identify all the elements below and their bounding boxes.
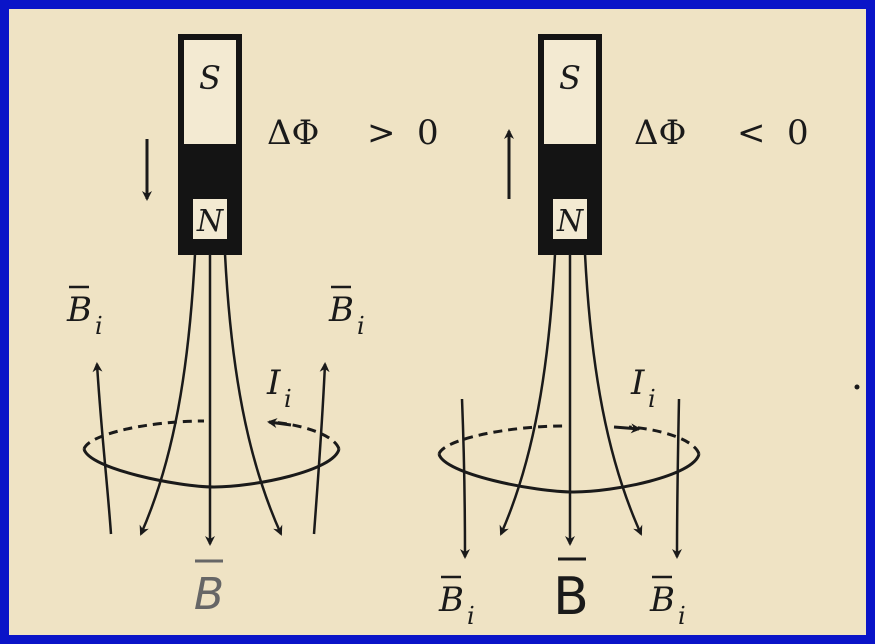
right-pole-s: S [559, 59, 581, 97]
right-field-label-left: B i [438, 575, 475, 630]
margin-dot [854, 384, 860, 390]
left-induced-field-lines [92, 362, 330, 535]
right-flux-change: ΔΦ < 0 [634, 113, 809, 153]
left-coil-loop [82, 418, 341, 489]
svg-text:i: i [357, 312, 365, 340]
left-pole-s: S [199, 59, 221, 97]
left-flux-change: ΔΦ > 0 [267, 113, 439, 153]
right-main-field-lines [499, 253, 643, 546]
right-current-label: I i [630, 363, 656, 413]
right-induced-field-lines [459, 398, 683, 559]
left-magnet: S N [178, 34, 242, 255]
left-current-arrow-icon [267, 418, 292, 429]
induction-diagram: S N ΔΦ > 0 [66, 34, 860, 630]
svg-text:i: i [467, 602, 475, 630]
right-magnet: S N [538, 34, 602, 255]
left-main-field-lines [139, 253, 283, 546]
diagram-frame: S N ΔΦ > 0 [9, 9, 866, 635]
svg-text:i: i [284, 385, 292, 413]
right-panel: S N ΔΦ < 0 [437, 34, 809, 630]
left-current-label: I i [266, 363, 292, 413]
left-pole-n: N [196, 204, 225, 239]
right-flux-symbol: ΔΦ [634, 113, 686, 153]
left-field-label-right: B i [328, 285, 365, 340]
left-panel: S N ΔΦ > 0 [66, 34, 439, 620]
left-flux-relation: > [367, 113, 396, 153]
svg-text:i: i [678, 602, 686, 630]
svg-text:i: i [648, 385, 656, 413]
svg-text:I: I [630, 363, 645, 403]
svg-text:i: i [95, 312, 103, 340]
right-flux-value: 0 [787, 113, 809, 153]
svg-text:B: B [66, 290, 92, 330]
svg-text:I: I [266, 363, 281, 403]
right-coil-loop [437, 423, 701, 494]
right-main-field-label: B [553, 557, 589, 627]
right-current-arrow-icon [613, 423, 641, 434]
left-flux-value: 0 [417, 113, 439, 153]
svg-text:B: B [649, 580, 675, 620]
left-flux-symbol: ΔΦ [267, 113, 319, 153]
left-main-field-label: B [194, 559, 224, 620]
right-field-label-right: B i [649, 575, 686, 630]
svg-text:B: B [328, 290, 354, 330]
right-flux-relation: < [737, 113, 766, 153]
svg-text:B: B [438, 580, 464, 620]
right-pole-n: N [556, 204, 585, 239]
svg-text:B: B [553, 567, 589, 627]
left-field-label-left: B i [66, 285, 103, 340]
svg-text:B: B [194, 569, 224, 620]
